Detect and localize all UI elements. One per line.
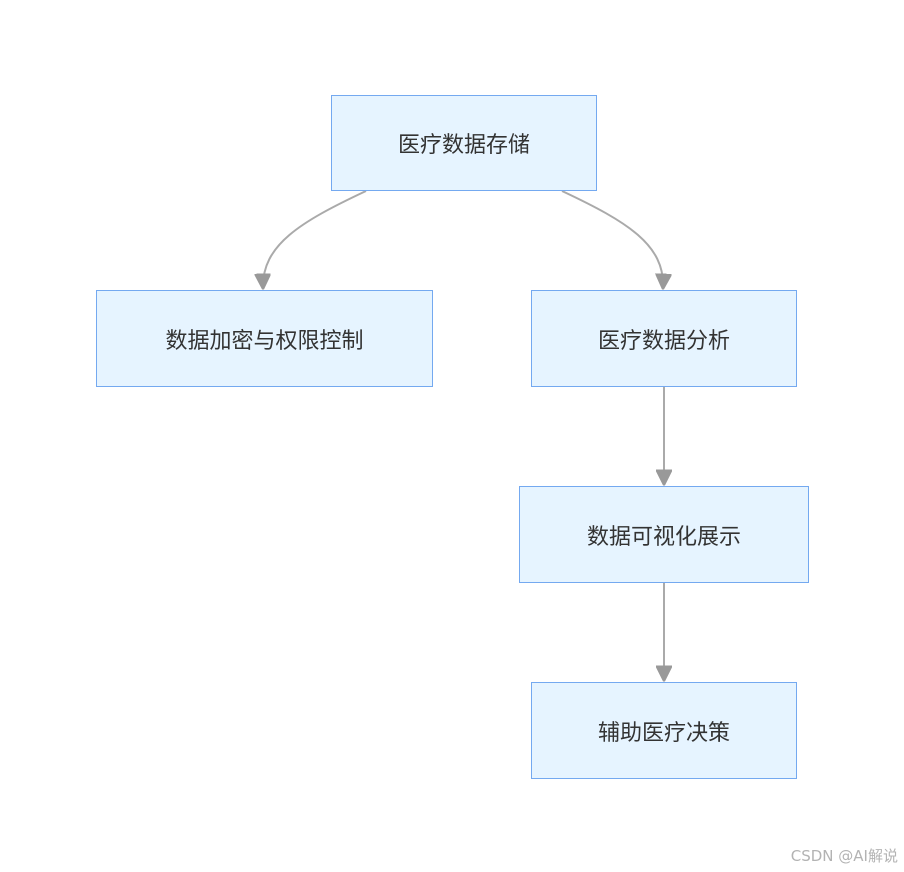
node-decision-support: 辅助医疗决策	[531, 682, 797, 779]
node-medical-data-storage: 医疗数据存储	[331, 95, 597, 191]
watermark: CSDN @AI解说	[790, 847, 898, 865]
node-label: 数据可视化展示	[586, 524, 741, 550]
node-encryption-access-control: 数据加密与权限控制	[96, 290, 433, 387]
node-label: 辅助医疗决策	[597, 720, 730, 746]
node-label: 医疗数据分析	[597, 328, 730, 354]
edge-storage-to-security	[263, 190, 367, 288]
edge-storage-to-analysis	[561, 190, 663, 288]
node-medical-data-analysis: 医疗数据分析	[531, 290, 797, 387]
node-label: 医疗数据存储	[397, 133, 530, 158]
node-label: 数据加密与权限控制	[165, 328, 364, 354]
node-data-visualization: 数据可视化展示	[519, 486, 809, 583]
